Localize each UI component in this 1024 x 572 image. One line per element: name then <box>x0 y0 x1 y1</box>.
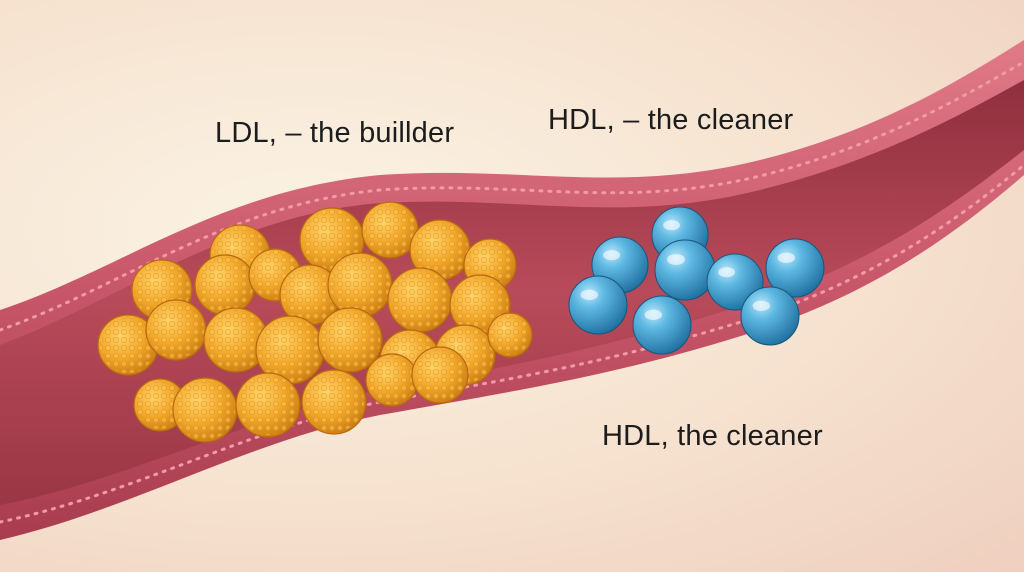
hdl-particle <box>632 295 692 355</box>
ldl-particle <box>411 346 469 404</box>
ldl-particle <box>279 264 341 326</box>
ldl-particle <box>327 252 393 318</box>
hdl-particle <box>568 275 628 335</box>
ldl-particle <box>194 254 256 316</box>
ldl-particle <box>487 312 533 358</box>
ldl-particle-cluster <box>97 201 533 443</box>
ldl-particle <box>255 315 325 385</box>
ldl-particle <box>133 378 187 432</box>
hdl-label-bottom: HDL, the cleaner <box>602 420 823 452</box>
ldl-particle <box>317 307 383 373</box>
hdl-label-top: HDL, – the cleaner <box>548 104 794 136</box>
ldl-particle <box>387 267 453 333</box>
hdl-particle <box>765 238 825 298</box>
hdl-particle <box>740 286 800 346</box>
ldl-particle <box>409 219 471 281</box>
ldl-particle <box>145 299 207 361</box>
ldl-particle <box>301 369 367 435</box>
ldl-particle <box>203 307 269 373</box>
hdl-particle <box>654 239 716 301</box>
vessel-texture-top <box>0 60 1024 332</box>
ldl-particle <box>97 314 159 376</box>
hdl-particle-group <box>568 206 825 355</box>
ldl-particle <box>172 377 238 443</box>
ldl-label: LDL, – the buillder <box>215 117 455 149</box>
ldl-particle <box>235 372 301 438</box>
ldl-particle <box>365 353 419 407</box>
ldl-particle <box>361 201 419 259</box>
